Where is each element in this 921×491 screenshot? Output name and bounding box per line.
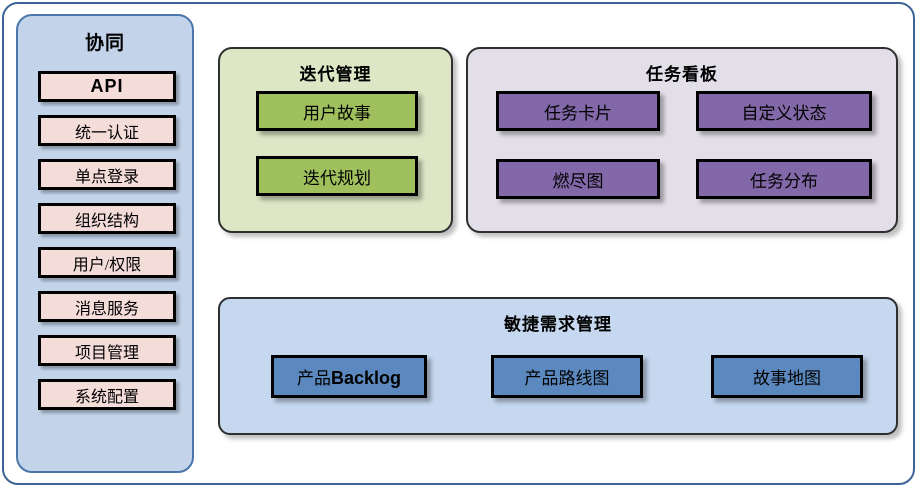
card-user-story[interactable]: 用户故事 <box>256 91 418 131</box>
sidebar-item-user-permission[interactable]: 用户/权限 <box>38 247 176 278</box>
card-label-suffix: Backlog <box>330 368 402 388</box>
sidebar-item-project-management[interactable]: 项目管理 <box>38 335 176 366</box>
sidebar-item-org-structure[interactable]: 组织结构 <box>38 203 176 234</box>
card-task-card[interactable]: 任务卡片 <box>496 91 660 131</box>
card-label: 任务卡片 <box>544 103 612 123</box>
sidebar-item-label: 项目管理 <box>74 344 139 362</box>
card-product-backlog[interactable]: 产品Backlog <box>271 355 427 398</box>
sidebar-item-label: 系统配置 <box>74 388 139 406</box>
sidebar-item-label: 组织结构 <box>74 212 139 230</box>
sidebar-item-unified-auth[interactable]: 统一认证 <box>38 115 176 146</box>
sidebar-item-label: 单点登录 <box>74 168 139 186</box>
card-label-prefix: 产品 <box>296 369 331 388</box>
card-label: 产品路线图 <box>524 369 610 388</box>
card-burndown-chart[interactable]: 燃尽图 <box>496 159 660 199</box>
sidebar-item-list: API 统一认证 单点登录 组织结构 用户/权限 消息服务 项目管理 系统配置 <box>38 71 176 423</box>
card-custom-status[interactable]: 自定义状态 <box>696 91 872 131</box>
group-agile-requirements-title: 敏捷需求管理 <box>504 315 612 334</box>
card-label: 燃尽图 <box>552 171 604 191</box>
sidebar-item-label: 用户/权限 <box>72 256 142 274</box>
sidebar-title: 协同 <box>84 33 125 54</box>
group-agile-requirements: 敏捷需求管理 产品Backlog 产品路线图 故事地图 <box>218 297 898 435</box>
sidebar-item-api[interactable]: API <box>38 71 176 102</box>
group-task-board: 任务看板 任务卡片 自定义状态 燃尽图 任务分布 <box>466 47 898 233</box>
card-task-distribution[interactable]: 任务分布 <box>696 159 872 199</box>
card-label-mixed: 产品Backlog <box>297 364 401 389</box>
group-iteration-management: 迭代管理 用户故事 迭代规划 <box>218 47 453 233</box>
card-story-map[interactable]: 故事地图 <box>711 355 863 398</box>
sidebar-item-label: API <box>90 76 124 96</box>
card-label: 故事地图 <box>753 369 821 388</box>
sidebar-item-label: 消息服务 <box>74 300 139 318</box>
group-task-board-title: 任务看板 <box>646 65 718 84</box>
card-product-roadmap[interactable]: 产品路线图 <box>491 355 643 398</box>
card-label: 自定义状态 <box>741 103 827 123</box>
card-label: 任务分布 <box>750 171 818 191</box>
card-label: 迭代规划 <box>303 168 371 188</box>
sidebar-item-single-sign-on[interactable]: 单点登录 <box>38 159 176 190</box>
sidebar-item-system-config[interactable]: 系统配置 <box>38 379 176 410</box>
card-iteration-planning[interactable]: 迭代规划 <box>256 156 418 196</box>
group-iteration-management-title: 迭代管理 <box>299 65 372 84</box>
sidebar-item-label: 统一认证 <box>74 124 139 142</box>
sidebar-item-message-service[interactable]: 消息服务 <box>38 291 176 322</box>
sidebar-collaboration-panel: 协同 API 统一认证 单点登录 组织结构 用户/权限 消息服务 项目管理 <box>16 14 194 473</box>
card-label: 用户故事 <box>303 103 371 123</box>
